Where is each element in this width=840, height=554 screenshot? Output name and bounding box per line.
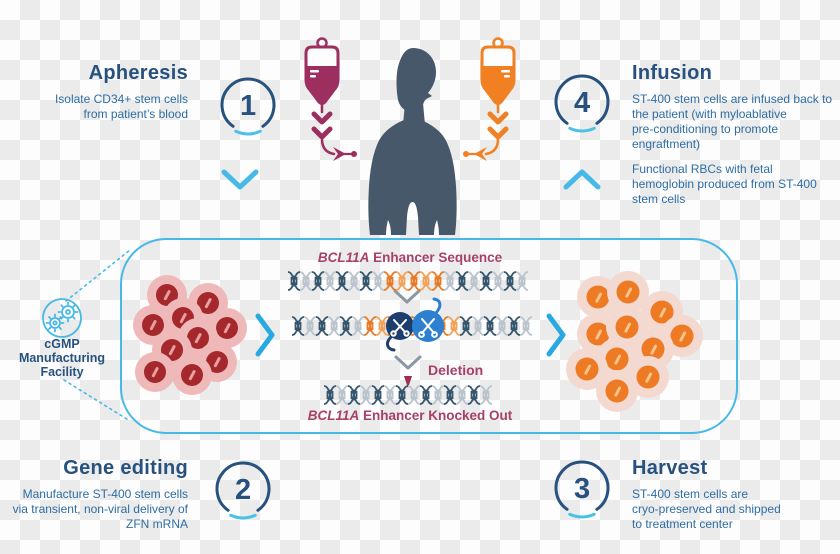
gene-editing-section: Gene editing Manufacture ST-400 stem cel… bbox=[0, 457, 188, 532]
gene-editing-title: Gene editing bbox=[63, 457, 188, 479]
cd34-stem-cell-nucleus bbox=[216, 317, 238, 339]
deletion-label: Deletion bbox=[428, 362, 484, 378]
st400-edited-cell bbox=[661, 315, 703, 357]
st400-edited-cell-nucleus bbox=[586, 322, 610, 346]
step-1-badge: 1 bbox=[220, 77, 276, 136]
infusion-line: the patient (with myloablative bbox=[632, 107, 787, 121]
iv-bag-st400-icon bbox=[463, 37, 516, 161]
infusion-line: hemoglobin produced from ST-400 bbox=[632, 177, 817, 191]
apheresis-section: Apheresis Isolate CD34+ stem cells from … bbox=[0, 62, 188, 122]
facility-line: Manufacturing bbox=[18, 351, 106, 365]
enhancer-sequence-label: BCL11A Enhancer Sequence bbox=[317, 250, 503, 265]
gene-editing-line: Manufacture ST-400 stem cells bbox=[22, 487, 188, 501]
cd34-stem-cell-nucleus bbox=[187, 327, 209, 349]
manufacturing-gears-icon bbox=[42, 298, 82, 338]
st400-edited-cell-nucleus bbox=[605, 347, 629, 371]
st400-edited-cell-nucleus bbox=[575, 357, 599, 381]
gene-editing-line: via transient, non-viral delivery of bbox=[12, 502, 188, 516]
chevron-up-icon bbox=[563, 169, 601, 190]
st400-edited-cell-nucleus bbox=[586, 285, 610, 309]
infusion-section: Infusion ST-400 stem cells are infused b… bbox=[632, 62, 837, 207]
st400-edited-cell-nucleus bbox=[636, 365, 660, 389]
st400-edited-cell-nucleus bbox=[650, 300, 674, 324]
st400-edited-cell-nucleus bbox=[605, 379, 629, 403]
infusion-line: stem cells bbox=[632, 192, 686, 206]
iv-bag-blood-icon bbox=[304, 37, 357, 161]
harvest-line: cryo-preserved and shipped bbox=[632, 502, 781, 516]
facility-line: cGMP bbox=[44, 337, 80, 351]
harvest-title: Harvest bbox=[632, 457, 708, 479]
cd34-stem-cell bbox=[172, 355, 212, 395]
infusion-line: ST-400 stem cells are infused back to bbox=[632, 92, 833, 106]
st400-edited-cell-nucleus bbox=[615, 315, 639, 339]
step-3-badge: 3 bbox=[554, 460, 610, 519]
cd34-stem-cell-nucleus bbox=[144, 361, 166, 383]
infusion-body-2: Functional RBCs with fetal hemoglobin pr… bbox=[632, 162, 837, 207]
patient-silhouette-icon bbox=[368, 48, 457, 235]
infusion-line: Functional RBCs with fetal bbox=[632, 162, 773, 176]
step-1-number: 1 bbox=[240, 90, 256, 122]
cd34-stem-cell-nucleus bbox=[142, 314, 164, 336]
harvest-section: Harvest ST-400 stem cells are cryo-prese… bbox=[632, 457, 837, 532]
st400-edited-cell bbox=[596, 370, 638, 412]
step-4-number: 4 bbox=[574, 87, 590, 119]
gene-name-italic: BCL11A bbox=[317, 250, 370, 265]
step-3-number: 3 bbox=[574, 473, 590, 505]
apheresis-title: Apheresis bbox=[88, 62, 188, 84]
gene-editing-box bbox=[120, 238, 738, 434]
apheresis-line: Isolate CD34+ stem cells bbox=[54, 92, 188, 106]
cd34-stem-cell-nucleus bbox=[181, 364, 203, 386]
cd34-stem-cell-nucleus bbox=[206, 351, 228, 373]
apheresis-line: from patient’s blood bbox=[83, 107, 188, 121]
step-2-number: 2 bbox=[235, 474, 251, 506]
enhancer-knocked-out-label: BCL11A Enhancer Knocked Out bbox=[307, 408, 513, 423]
cd34-stem-cell-nucleus bbox=[197, 292, 219, 314]
st400-edited-cell-nucleus bbox=[641, 337, 665, 361]
gene-editing-body: Manufacture ST-400 stem cells via transi… bbox=[0, 487, 188, 532]
harvest-line: to treatment center bbox=[632, 517, 733, 531]
infusion-body-1: ST-400 stem cells are infused back to th… bbox=[632, 92, 837, 152]
step-4-badge: 4 bbox=[554, 74, 610, 133]
facility-label: cGMP Manufacturing Facility bbox=[6, 337, 118, 379]
infusion-title: Infusion bbox=[632, 62, 713, 84]
harvest-line: ST-400 stem cells are bbox=[632, 487, 749, 501]
harvest-body: ST-400 stem cells are cryo-preserved and… bbox=[632, 487, 837, 532]
facility-line: Facility bbox=[40, 365, 84, 379]
infusion-line: engraftment) bbox=[632, 137, 701, 151]
gene-name-italic: BCL11A bbox=[307, 408, 360, 423]
st400-edited-cell-nucleus bbox=[670, 324, 694, 348]
infusion-line: pre-conditioning to promote bbox=[632, 122, 779, 136]
step-2-badge: 2 bbox=[215, 461, 271, 520]
st400-edited-cell-nucleus bbox=[616, 280, 640, 304]
cd34-stem-cell bbox=[135, 352, 175, 392]
chevron-down-icon bbox=[221, 169, 259, 190]
gene-editing-line: ZFN mRNA bbox=[126, 517, 188, 531]
apheresis-body: Isolate CD34+ stem cells from patient’s … bbox=[0, 92, 188, 122]
